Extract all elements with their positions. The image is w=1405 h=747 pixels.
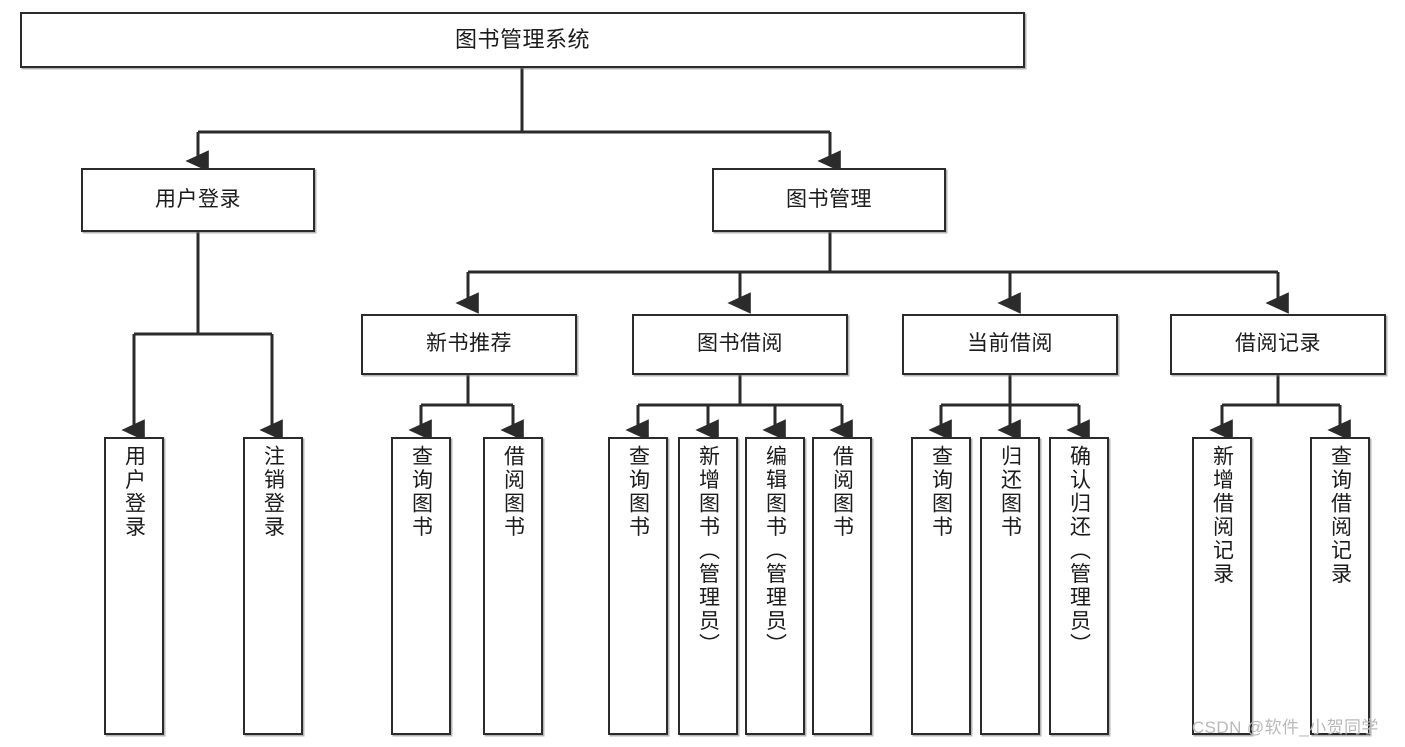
node-user-login[interactable]: 用户登录 (81, 168, 315, 232)
node-leaf-user-login-1-label: 用户登录 (122, 445, 146, 539)
node-leaf-current-borrow-3[interactable]: 确认归还（管理员） (1049, 437, 1109, 735)
node-borrow-record[interactable]: 借阅记录 (1170, 314, 1386, 375)
node-new-book-recommend[interactable]: 新书推荐 (361, 314, 577, 375)
node-leaf-current-borrow-1[interactable]: 查询图书 (911, 437, 971, 735)
node-book-manage[interactable]: 图书管理 (712, 168, 946, 232)
node-leaf-borrow-record-2[interactable]: 查询借阅记录 (1310, 437, 1370, 735)
node-leaf-new-book-1[interactable]: 查询图书 (391, 437, 451, 735)
node-current-borrow[interactable]: 当前借阅 (902, 314, 1118, 375)
node-root-system[interactable]: 图书管理系统 (20, 12, 1025, 68)
csdn-watermark: CSDN @软件_小贺同学 (1192, 718, 1379, 737)
node-borrow-record-label: 借阅记录 (1235, 332, 1321, 356)
node-user-login-label: 用户登录 (155, 187, 241, 211)
node-leaf-current-borrow-1-label: 查询图书 (929, 445, 953, 539)
node-leaf-borrow-record-1[interactable]: 新增借阅记录 (1192, 437, 1252, 735)
node-root-system-label: 图书管理系统 (454, 27, 590, 53)
node-leaf-new-book-2-label: 借阅图书 (501, 445, 525, 539)
node-leaf-user-login-2[interactable]: 注销登录 (243, 437, 303, 735)
node-book-borrow-label: 图书借阅 (697, 332, 783, 356)
node-leaf-borrow-record-2-label: 查询借阅记录 (1328, 445, 1352, 586)
node-book-manage-label: 图书管理 (786, 187, 872, 211)
node-leaf-book-borrow-1[interactable]: 查询图书 (608, 437, 668, 735)
node-leaf-user-login-1[interactable]: 用户登录 (104, 437, 164, 735)
node-leaf-book-borrow-2[interactable]: 新增图书（管理员） (678, 437, 738, 735)
node-leaf-current-borrow-2-label: 归还图书 (998, 445, 1022, 539)
node-leaf-user-login-2-label: 注销登录 (261, 445, 285, 539)
node-leaf-book-borrow-4[interactable]: 借阅图书 (812, 437, 872, 735)
node-book-borrow[interactable]: 图书借阅 (632, 314, 848, 375)
node-leaf-borrow-record-1-label: 新增借阅记录 (1210, 445, 1234, 586)
node-current-borrow-label: 当前借阅 (967, 332, 1053, 356)
node-leaf-book-borrow-4-label: 借阅图书 (830, 445, 854, 539)
node-leaf-book-borrow-3-label: 编辑图书（管理员） (763, 445, 787, 657)
node-leaf-current-borrow-3-label: 确认归还（管理员） (1067, 445, 1091, 657)
node-leaf-new-book-1-label: 查询图书 (409, 445, 433, 539)
node-leaf-book-borrow-3[interactable]: 编辑图书（管理员） (745, 437, 805, 735)
node-leaf-book-borrow-2-label: 新增图书（管理员） (696, 445, 720, 657)
node-leaf-book-borrow-1-label: 查询图书 (626, 445, 650, 539)
node-leaf-current-borrow-2[interactable]: 归还图书 (980, 437, 1040, 735)
node-leaf-new-book-2[interactable]: 借阅图书 (483, 437, 543, 735)
node-new-book-recommend-label: 新书推荐 (426, 332, 512, 356)
